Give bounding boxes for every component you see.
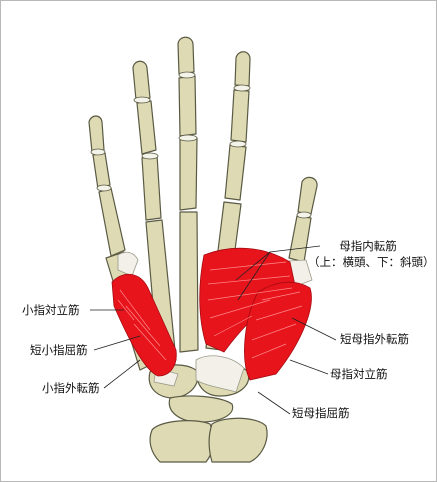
ring-finger-bones [133,61,161,220]
index-finger-bones [225,52,250,200]
label-adductor-pollicis: 母指内転筋 [324,239,412,253]
leader-abductor-digiti-minimi [104,360,140,388]
label-abductor-digiti-minimi: 小指外転筋 [42,381,100,395]
label-flexor-pollicis-brevis: 短母指屈筋 [292,406,350,420]
leader-flexor-pollicis-brevis [258,392,290,414]
leader-opponens-pollicis [290,360,328,374]
label-abductor-pollicis-brevis: 短母指外転筋 [340,332,409,346]
joint-caps [91,72,311,218]
label-opponens-pollicis: 母指対立筋 [330,367,388,381]
label-flexor-digiti-minimi-brevis: 短小指屈筋 [30,343,88,357]
forearm-bones [150,418,267,462]
label-adductor-pollicis-note: （上：横頭、下：斜頭） [308,255,435,269]
middle-finger-bones [178,37,197,210]
label-opponens-digiti-minimi: 小指対立筋 [22,303,80,317]
